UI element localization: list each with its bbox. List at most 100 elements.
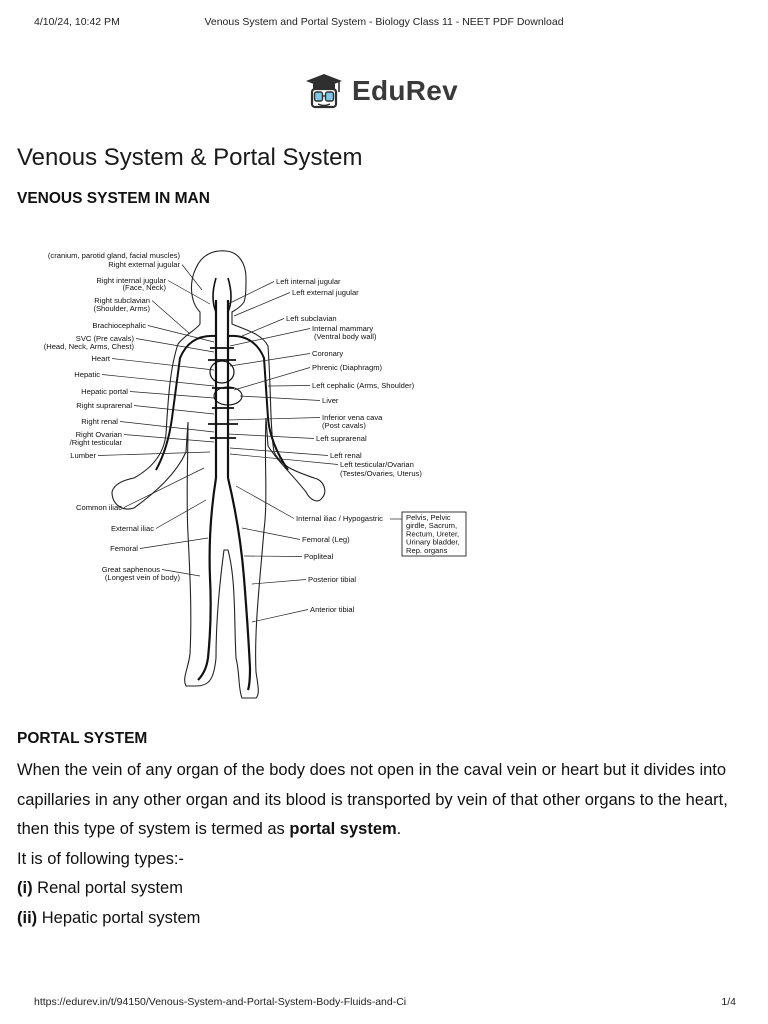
right-label: Left internal jugular: [276, 277, 341, 286]
right-label: Liver: [322, 396, 339, 405]
leader-line: [111, 358, 215, 371]
left-label: /Right testicular: [70, 438, 123, 447]
leader-line: [161, 569, 201, 577]
leader-line: [167, 280, 211, 305]
right-label: Posterior tibial: [308, 575, 356, 584]
left-label: Great saphenous: [102, 565, 160, 574]
leader-line: [139, 537, 209, 549]
pelvis-box-line: girdle, Sacrum,: [406, 521, 457, 530]
pelvis-box-line: Rectum, Ureter,: [406, 529, 459, 538]
edurev-logo[interactable]: EduRev: [304, 72, 458, 110]
right-label: (Ventral body wall): [314, 332, 377, 341]
leader-line: [227, 417, 321, 421]
right-label: (Post cavals): [322, 421, 366, 430]
leader-line: [241, 318, 285, 337]
left-label: (Longest vein of body): [105, 573, 181, 582]
page-title: Venous System & Portal System: [17, 144, 363, 171]
left-label: Femoral: [110, 544, 138, 553]
print-datetime: 4/10/24, 10:42 PM: [34, 16, 120, 28]
right-label: Anterior tibial: [310, 605, 355, 614]
pelvis-box-line: Urinary bladder,: [406, 538, 460, 547]
venous-heading: VENOUS SYSTEM IN MAN: [17, 190, 210, 207]
left-label: Hepatic: [74, 370, 100, 379]
right-label: Left suprarenal: [316, 434, 367, 443]
left-label: Heart: [91, 354, 110, 363]
leader-line: [235, 485, 295, 519]
leader-line: [251, 579, 307, 585]
right-label: (Testes/Ovaries, Uterus): [340, 469, 422, 478]
leader-line: [155, 499, 207, 529]
left-label: Right external jugular: [108, 260, 180, 269]
leader-line: [119, 421, 215, 433]
leader-line: [181, 264, 203, 291]
leader-line: [227, 433, 315, 439]
pelvis-box-line: Pelvis, Pelvic: [406, 513, 451, 522]
leader-line: [227, 281, 275, 305]
leader-line: [151, 300, 191, 335]
page-number: 1/4: [721, 996, 736, 1008]
leader-line: [147, 325, 215, 343]
right-label: Internal iliac / Hypogastric: [296, 514, 383, 523]
vein-network: [155, 277, 289, 691]
leader-line: [133, 405, 215, 415]
leader-line: [229, 328, 311, 347]
leader-line: [229, 447, 329, 456]
right-label: Coronary: [312, 349, 343, 358]
print-doc-title: Venous System and Portal System - Biolog…: [204, 16, 564, 28]
left-label: (Shoulder, Arms): [93, 304, 150, 313]
left-label: Right renal: [81, 417, 118, 426]
portal-definition: When the vein of any organ of the body d…: [17, 761, 728, 838]
portal-system-term: portal system: [289, 820, 397, 838]
leader-line: [229, 353, 311, 367]
leader-line: [243, 555, 303, 557]
right-label: Phrenic (Diaphragm): [312, 363, 383, 372]
logo-text: EduRev: [352, 75, 459, 106]
graduation-cap-icon: [306, 74, 342, 109]
leader-line: [229, 453, 339, 465]
leader-line: [97, 451, 211, 456]
left-label: Right subclavian: [94, 296, 150, 305]
left-label: Right suprarenal: [76, 401, 132, 410]
leader-line: [129, 391, 215, 399]
leader-line: [135, 338, 215, 353]
portal-section-text: When the vein of any organ of the body d…: [17, 756, 757, 933]
left-label: Brachiocephalic: [92, 321, 146, 330]
pelvis-box-line: Rep. organs: [406, 546, 448, 555]
right-label: Femoral (Leg): [302, 535, 350, 544]
types-intro: It is of following types:-: [17, 849, 184, 868]
left-label: Right Ovarian: [76, 430, 122, 439]
leader-line: [123, 467, 205, 508]
right-label: Left renal: [330, 451, 362, 460]
left-label: Right internal jugular: [96, 276, 166, 285]
leader-line: [233, 292, 291, 317]
body-outline: [111, 250, 326, 699]
left-label: (cranium, parotid gland, facial muscles): [48, 251, 181, 260]
leader-line: [123, 434, 215, 443]
left-label: (Face, Neck): [123, 283, 167, 292]
leader-line: [101, 374, 215, 387]
leader-line: [241, 527, 301, 540]
type-item: (ii) Hepatic portal system: [17, 908, 201, 927]
right-label: Left testicular/Ovarian: [340, 460, 414, 469]
portal-heading: PORTAL SYSTEM: [17, 730, 148, 747]
right-label: Popliteal: [304, 552, 333, 561]
left-label: SVC (Pre cavals): [76, 334, 135, 343]
left-label: Common iliac: [76, 503, 122, 512]
leader-line: [239, 395, 321, 401]
left-label: (Head, Neck, Arms, Chest): [44, 342, 135, 351]
footer-url[interactable]: https://edurev.in/t/94150/Venous-System-…: [34, 996, 407, 1008]
right-label: Left cephalic (Arms, Shoulder): [312, 381, 415, 390]
right-label: Inferior vena cava: [322, 413, 383, 422]
type-item: (i) Renal portal system: [17, 879, 183, 897]
left-label: Hepatic portal: [81, 387, 128, 396]
left-label: Lumber: [70, 451, 96, 460]
leader-line: [233, 367, 311, 391]
left-labels: (cranium, parotid gland, facial muscles)…: [44, 251, 215, 582]
leader-line: [267, 385, 311, 387]
right-label: Left external jugular: [292, 288, 359, 297]
right-label: Internal mammary: [312, 324, 373, 333]
leader-line: [251, 609, 309, 623]
